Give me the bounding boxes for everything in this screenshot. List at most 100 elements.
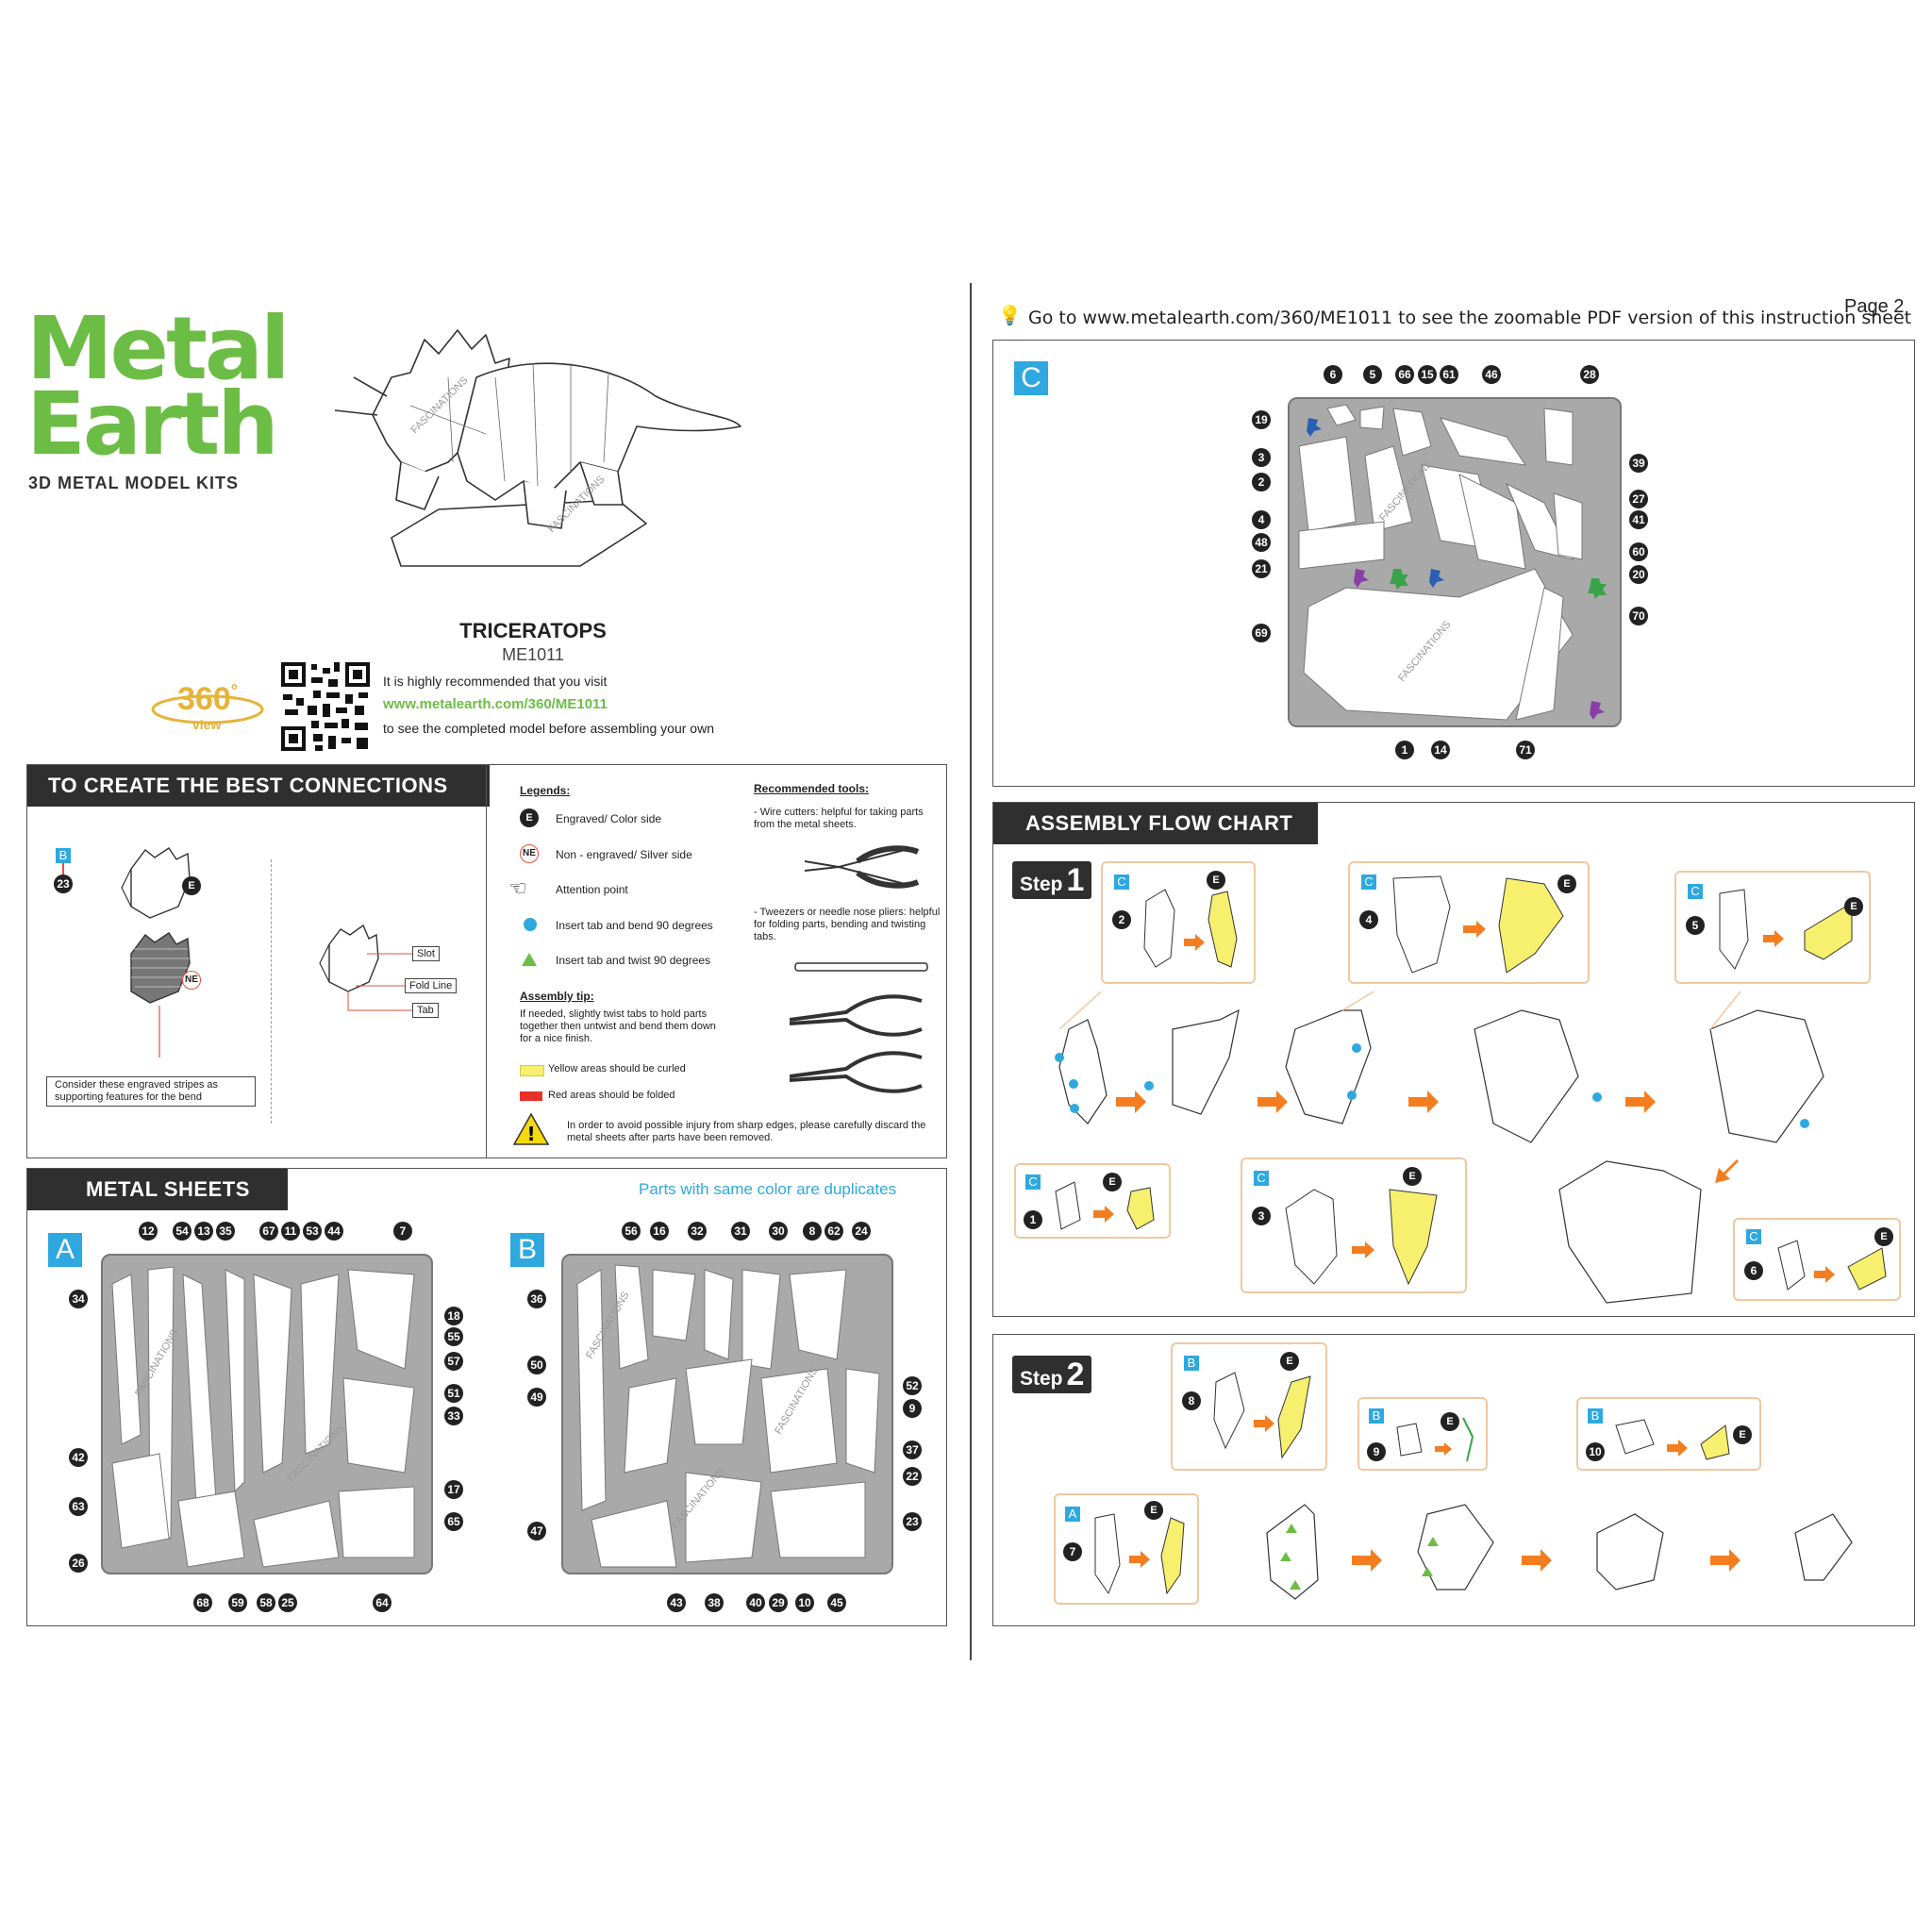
page-number: Page 2 xyxy=(1844,296,1905,317)
part-number: 38 xyxy=(705,1593,724,1612)
sheet-a-letter: A xyxy=(48,1233,82,1267)
part-number: 53 xyxy=(303,1222,322,1241)
step1-final-assembly xyxy=(1558,1159,1739,1304)
connections-panel: TO CREATE THE BEST CONNECTIONS B 23 E NE… xyxy=(26,764,947,1158)
part-number: 34 xyxy=(69,1290,88,1308)
part-number: 48 xyxy=(1252,533,1271,552)
part-number: 23 xyxy=(903,1512,922,1531)
visit-url-link[interactable]: www.metalearth.com/360/ME1011 xyxy=(383,696,608,712)
part-number: 14 xyxy=(1431,741,1450,759)
part-number: 6 xyxy=(1324,365,1342,384)
part-number: 9 xyxy=(903,1399,922,1418)
part-number: 26 xyxy=(69,1554,88,1573)
part-number: 60 xyxy=(1629,542,1648,561)
callout-c6: C 6 E xyxy=(1733,1218,1901,1301)
sheet-b-letter: B xyxy=(510,1233,544,1267)
part-number: 37 xyxy=(903,1441,922,1459)
callout-c3: C 3 E xyxy=(1241,1158,1467,1293)
part-number: 23 xyxy=(54,874,73,893)
part-number: 13 xyxy=(194,1222,213,1241)
engraved-note: Consider these engraved stripes as suppo… xyxy=(46,1076,256,1107)
part-number: 20 xyxy=(1629,565,1648,584)
part-number: 16 xyxy=(650,1222,669,1241)
part-number: 49 xyxy=(527,1388,546,1407)
part-number: 31 xyxy=(731,1222,750,1241)
callout-c4: C 4 E xyxy=(1348,861,1590,984)
metal-sheets-title: METAL SHEETS xyxy=(27,1169,288,1210)
part-number: 61 xyxy=(1440,365,1458,384)
part-number: 62 xyxy=(824,1222,843,1241)
part-number: 68 xyxy=(193,1593,212,1612)
part-number: 15 xyxy=(1418,365,1437,384)
part-number: 59 xyxy=(228,1593,247,1612)
part-number: 25 xyxy=(278,1593,297,1612)
legend-engraved-badge: E xyxy=(520,808,539,827)
svg-text:!: ! xyxy=(526,1123,535,1145)
metal-sheet-b: FASCINATIONS FASCINATIONS FASCINATIONS xyxy=(561,1254,893,1574)
tools-title: Recommended tools: xyxy=(754,782,870,795)
legend-insert-twist: Insert tab and twist 90 degrees xyxy=(556,954,711,967)
part-number: 21 xyxy=(1252,559,1271,578)
part-number: 43 xyxy=(667,1593,686,1612)
callout-b10: B 10 E xyxy=(1576,1397,1761,1471)
green-triangle-icon xyxy=(522,953,537,966)
callout-c5: C 5 E xyxy=(1674,871,1871,984)
part-number: 52 xyxy=(903,1376,922,1395)
part-number: 7 xyxy=(393,1222,412,1241)
view-360-number: 360 xyxy=(177,681,231,717)
legend-engraved: Engraved/ Color side xyxy=(556,812,662,825)
pliers-icon xyxy=(790,962,928,1093)
callout-a7: A 7 E xyxy=(1054,1493,1199,1605)
callout-b9: B 9 E xyxy=(1357,1397,1488,1471)
part-number: 30 xyxy=(769,1222,788,1241)
flow-chart-title: ASSEMBLY FLOW CHART xyxy=(993,803,1318,844)
connections-title: TO CREATE THE BEST CONNECTIONS xyxy=(27,765,490,807)
engraved-badge: E xyxy=(182,876,201,895)
part-number: 47 xyxy=(527,1522,546,1541)
part-number: 56 xyxy=(622,1222,641,1241)
metal-sheets-panel: METAL SHEETS Parts with same color are d… xyxy=(26,1168,947,1626)
part-number: 54 xyxy=(173,1222,192,1241)
duplicates-note: Parts with same color are duplicates xyxy=(639,1180,897,1198)
part-number: 8 xyxy=(803,1222,822,1241)
tool-wire-cutters: - Wire cutters: helpful for taking parts… xyxy=(754,807,924,830)
part-number: 33 xyxy=(444,1407,463,1425)
part-number: 51 xyxy=(444,1384,463,1403)
red-swatch xyxy=(520,1091,542,1101)
sheet-c-letter: C xyxy=(1014,361,1048,395)
part-number: 11 xyxy=(281,1222,300,1241)
logo-metal: Metal xyxy=(26,298,291,399)
part-number: 57 xyxy=(444,1352,463,1371)
part-number: 27 xyxy=(1629,490,1648,508)
blue-dot-icon xyxy=(524,918,537,931)
view-360-badge[interactable]: 360° view xyxy=(149,681,266,738)
qr-code[interactable] xyxy=(279,660,372,753)
step1-assembly-sequence xyxy=(1055,991,1824,1143)
part-number: 70 xyxy=(1629,607,1648,625)
part-number: 10 xyxy=(795,1593,814,1612)
wire-cutters-icon xyxy=(804,845,920,889)
part-number: 45 xyxy=(827,1593,846,1612)
part-number: 69 xyxy=(1252,624,1271,642)
part-23-diagram xyxy=(121,847,191,1058)
product-code: ME1011 xyxy=(502,645,564,664)
legend-non-engraved: Non - engraved/ Silver side xyxy=(556,848,692,861)
assembly-tip-text: If needed, slightly twist tabs to hold p… xyxy=(520,1008,716,1044)
part-number: 41 xyxy=(1629,510,1648,529)
part-number: 1 xyxy=(1395,741,1414,759)
sheet-c-panel: C FASCINATIONS FASCINATIONS 6 5 66 15 61… xyxy=(992,340,1915,787)
part-number: 67 xyxy=(259,1222,278,1241)
part-number: 32 xyxy=(688,1222,707,1241)
zoom-note: Go to www.metalearth.com/360/ME1011 to s… xyxy=(1028,308,1912,328)
part-number: 42 xyxy=(69,1448,88,1467)
part-number: 65 xyxy=(444,1512,463,1531)
part-number: 71 xyxy=(1516,741,1535,759)
part-number: 44 xyxy=(325,1222,343,1241)
hand-pointer-icon: ☜ xyxy=(508,876,527,900)
metal-sheet-a: FASCINATIONS FASCINATIONS xyxy=(101,1254,433,1574)
triceratops-illustration: FASCINATIONS FASCINATIONS xyxy=(335,329,741,567)
view-360-word: view xyxy=(192,717,222,732)
tab-label: Tab xyxy=(412,1003,439,1018)
